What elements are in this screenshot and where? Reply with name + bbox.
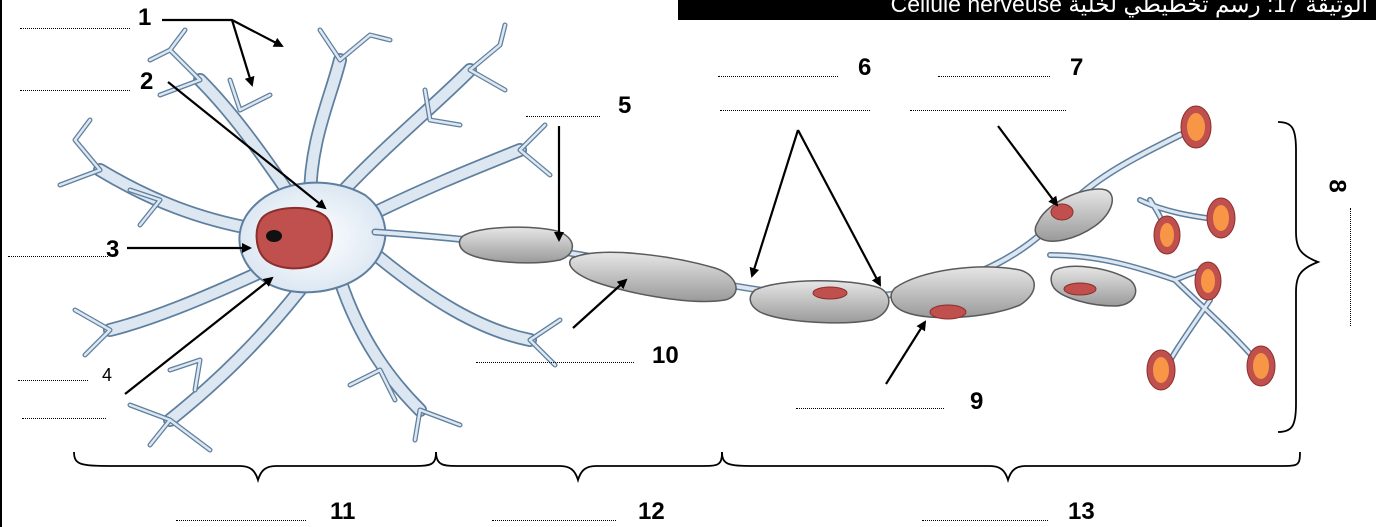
answer-line-8 — [1350, 208, 1351, 326]
terminal-button-2 — [1207, 198, 1235, 238]
schwann-nucleus-1 — [813, 287, 847, 299]
answer-line-7a — [938, 76, 1050, 77]
terminal-buttons — [1147, 106, 1275, 390]
nucleolus — [266, 230, 282, 242]
label-6: 6 — [858, 56, 871, 80]
terminal-button-5 — [1147, 350, 1175, 390]
answer-line-11 — [176, 520, 306, 521]
answer-line-6b — [720, 110, 870, 111]
answer-line-2 — [20, 90, 130, 91]
arrow-2 — [168, 82, 325, 208]
terminal-button-1 — [1181, 106, 1211, 148]
bottom-braces — [74, 452, 1300, 480]
schwann-cell-5 — [1035, 189, 1112, 241]
label-13: 13 — [1068, 500, 1095, 524]
terminal-button-6 — [1247, 346, 1275, 386]
schwann-nucleus-2 — [930, 305, 966, 319]
label-12: 12 — [638, 500, 665, 524]
arrow-6b — [798, 130, 880, 285]
label-10: 10 — [652, 344, 679, 368]
brace-12 — [436, 452, 722, 480]
answer-line-3 — [8, 256, 108, 257]
arrow-7 — [998, 126, 1057, 205]
arrow-10 — [573, 280, 626, 328]
label-7: 7 — [1070, 56, 1083, 80]
schwann-cell-3 — [750, 281, 889, 323]
label-5: 5 — [618, 94, 631, 118]
brace-13 — [722, 452, 1300, 480]
answer-line-5 — [526, 116, 600, 117]
schwann-nucleus-4 — [1064, 283, 1096, 295]
answer-line-7b — [910, 110, 1066, 111]
label-8: 8 — [1323, 179, 1351, 192]
schwann-cell-1 — [459, 227, 572, 263]
terminal-button-4 — [1195, 262, 1221, 300]
label-2: 2 — [140, 70, 153, 94]
arrow-9 — [886, 322, 925, 384]
brace-8 — [1278, 122, 1318, 432]
answer-line-9 — [796, 408, 944, 409]
answer-line-4a — [18, 380, 88, 381]
answer-line-4b — [22, 418, 106, 419]
schwann-cell-2 — [570, 252, 736, 301]
arrow-6a — [752, 130, 798, 276]
answer-line-6a — [718, 76, 838, 77]
label-3: 3 — [106, 238, 119, 262]
schwann-nucleus-3 — [1051, 204, 1073, 220]
label-11: 11 — [330, 500, 355, 524]
terminal-button-3 — [1154, 216, 1180, 254]
brace-11 — [74, 452, 436, 480]
schwann-cells — [459, 189, 1135, 323]
answer-line-10 — [476, 362, 634, 363]
label-9: 9 — [970, 390, 983, 414]
label-1: 1 — [138, 6, 151, 30]
answer-line-13 — [922, 520, 1048, 521]
answer-line-1 — [20, 28, 130, 29]
answer-line-12 — [492, 520, 616, 521]
label-4: 4 — [102, 363, 112, 387]
